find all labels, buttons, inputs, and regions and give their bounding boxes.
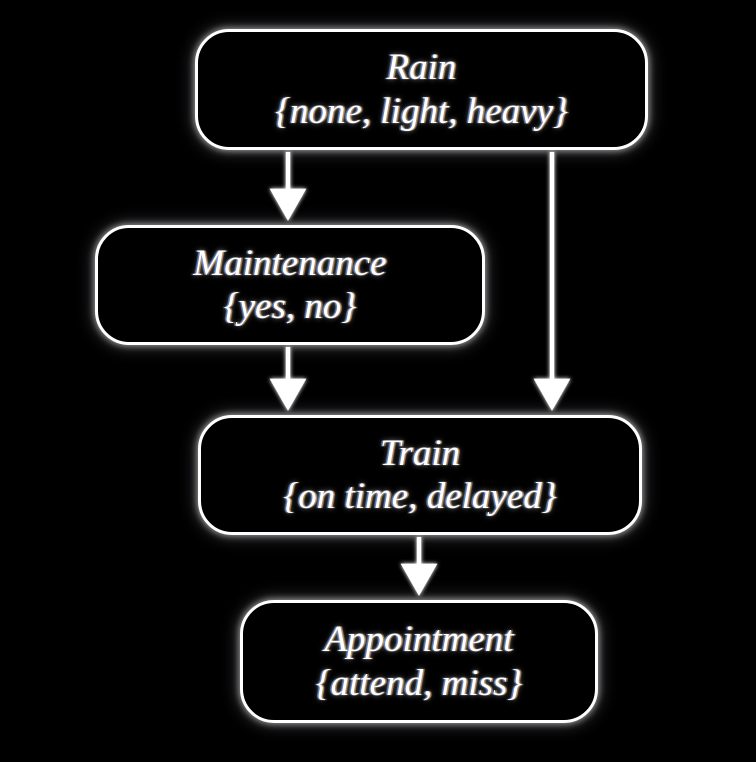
node-maintenance-states: {yes, no} xyxy=(223,286,357,327)
node-rain[interactable]: Rain {none, light, heavy} xyxy=(195,29,648,150)
node-rain-states: {none, light, heavy} xyxy=(275,90,568,132)
node-maintenance-title: Maintenance xyxy=(193,242,387,284)
node-appointment[interactable]: Appointment {attend, miss} xyxy=(240,600,598,723)
node-rain-title: Rain xyxy=(386,47,457,89)
node-train-title: Train xyxy=(379,432,461,474)
node-maintenance[interactable]: Maintenance {yes, no} xyxy=(95,225,485,345)
node-appointment-title: Appointment xyxy=(324,619,514,661)
node-train-states: {on time, delayed} xyxy=(283,476,557,517)
node-appointment-states: {attend, miss} xyxy=(315,662,523,704)
node-train[interactable]: Train {on time, delayed} xyxy=(198,415,642,535)
